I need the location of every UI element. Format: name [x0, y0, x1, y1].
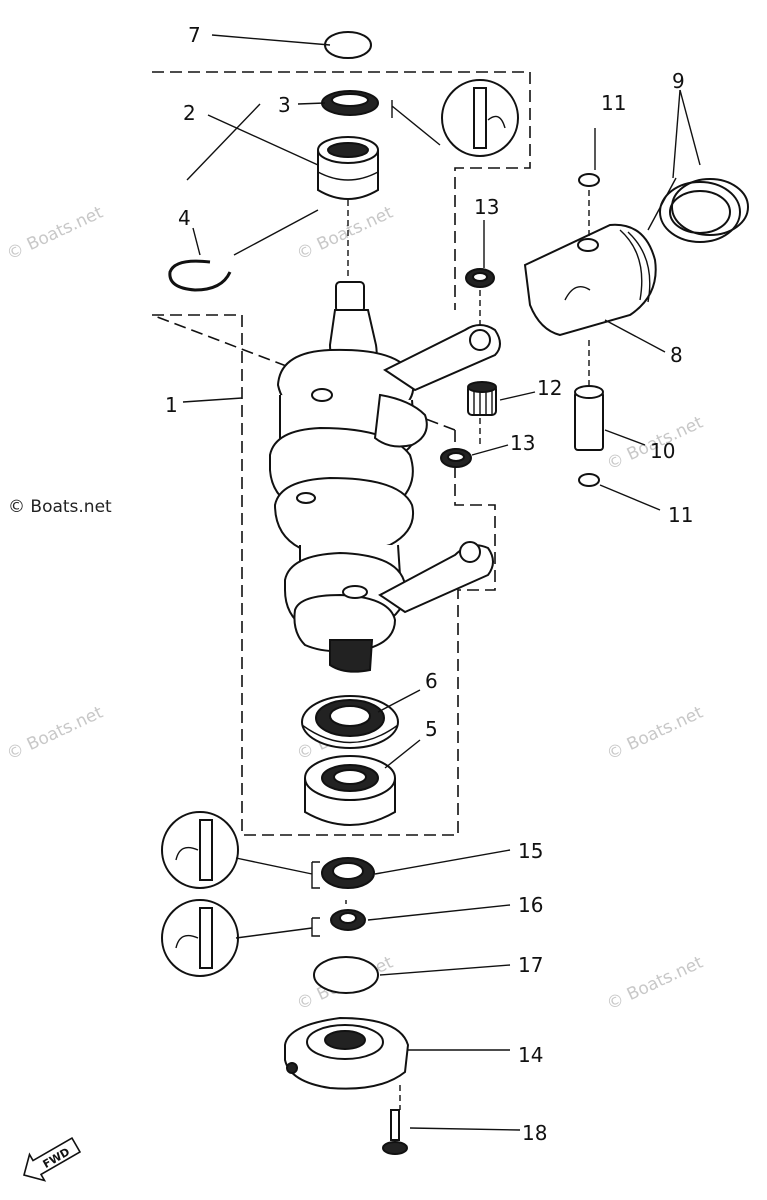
callouts: 7 2 3 4 1 6 5 11 9 13 12 13 8 10 11 15 1… — [165, 23, 693, 1145]
callout-18: 18 — [522, 1121, 547, 1145]
watermark: © Boats.net — [294, 202, 397, 264]
callout-10: 10 — [650, 439, 675, 463]
part-3-oil-seal — [321, 90, 379, 116]
callout-3: 3 — [278, 93, 291, 117]
part-11-circlip-top — [578, 173, 600, 187]
callout-5: 5 — [425, 717, 438, 741]
callout-15: 15 — [518, 839, 543, 863]
callout-9: 9 — [672, 69, 685, 93]
crankshaft — [269, 281, 417, 673]
part-17-plate — [313, 956, 379, 994]
part-13-washer-top — [465, 268, 495, 288]
leader-lines — [182, 34, 701, 1131]
part-13-washer-bottom — [440, 448, 472, 468]
callout-11-top: 11 — [601, 91, 626, 115]
watermark: © Boats.net — [604, 952, 707, 1014]
fwd-arrow-icon: FWD — [23, 1136, 82, 1182]
part-5-bearing — [304, 755, 396, 826]
detail-circle-3 — [391, 79, 519, 157]
callout-6: 6 — [425, 669, 438, 693]
part-15-oil-seal — [321, 857, 375, 889]
part-2-bearing — [317, 136, 379, 200]
callout-13-bottom: 13 — [510, 431, 535, 455]
callout-7: 7 — [188, 23, 201, 47]
part-9-piston-rings — [659, 178, 749, 243]
part-8-piston — [523, 223, 657, 337]
callout-17: 17 — [518, 953, 543, 977]
callout-11-bottom: 11 — [668, 503, 693, 527]
watermark: © Boats.net — [604, 702, 707, 764]
callout-16: 16 — [518, 893, 543, 917]
callout-14: 14 — [518, 1043, 543, 1067]
callout-12: 12 — [537, 376, 562, 400]
part-11-circlip-bottom — [578, 473, 600, 487]
part-6-oil-seal — [301, 695, 399, 749]
part-14-housing — [284, 1016, 410, 1090]
callout-4: 4 — [178, 206, 191, 230]
connecting-rod-upper — [373, 324, 501, 448]
callout-2: 2 — [183, 101, 196, 125]
watermark-plain: © Boats.net — [8, 497, 112, 517]
part-4-circlip — [168, 259, 232, 292]
assembly-outline — [151, 71, 531, 836]
part-18-bolt — [382, 1109, 408, 1155]
part-16-oil-seal — [330, 909, 366, 931]
callout-1: 1 — [165, 393, 178, 417]
watermark: © Boats.net — [4, 202, 107, 264]
detail-circle-15 — [161, 811, 320, 889]
part-12-needle-bearing — [467, 381, 497, 416]
watermark: © Boats.net — [4, 702, 107, 764]
part-10-piston-pin — [574, 385, 604, 451]
detail-circle-16 — [161, 899, 320, 977]
callout-13-top: 13 — [474, 195, 499, 219]
part-7-cover — [324, 31, 372, 59]
connecting-rod-lower — [378, 541, 494, 614]
callout-8: 8 — [670, 343, 683, 367]
